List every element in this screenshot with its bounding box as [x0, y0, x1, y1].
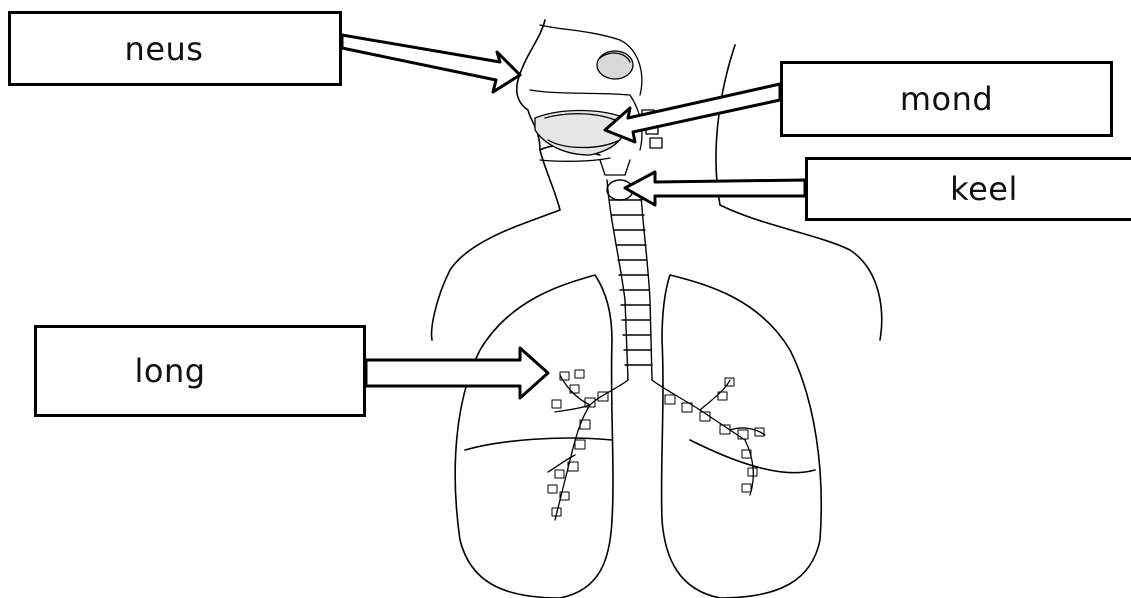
label-box-keel: keel: [805, 157, 1131, 221]
label-box-neus: neus: [8, 11, 342, 86]
trachea: [607, 180, 652, 380]
arrow-neus: [342, 35, 520, 92]
lungs: [455, 275, 821, 598]
label-neus: neus: [125, 30, 204, 68]
label-arrows: [342, 35, 805, 398]
bronchi: [548, 370, 765, 520]
label-box-mond: mond: [780, 61, 1113, 137]
arrow-long: [366, 348, 548, 398]
arrow-mond: [605, 84, 780, 142]
head-cross-section: [530, 25, 662, 175]
label-long: long: [134, 352, 205, 390]
label-box-long: long: [34, 325, 366, 417]
label-mond: mond: [900, 80, 993, 118]
label-keel: keel: [950, 170, 1018, 208]
arrow-keel: [625, 172, 805, 205]
